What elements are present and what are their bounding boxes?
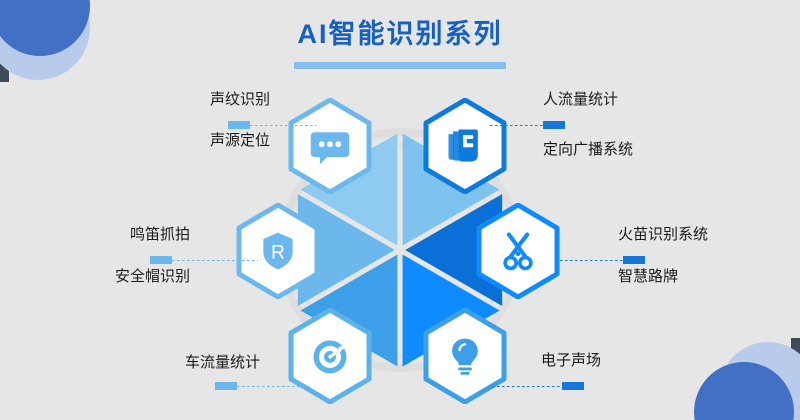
book-stack-icon <box>443 124 487 168</box>
connector-helmet <box>150 256 258 264</box>
connector-dots <box>172 259 258 261</box>
label-people-flow-bottom: 定向广播系统 <box>543 141 634 158</box>
connector-voice <box>228 121 316 129</box>
node-badge-voice[interactable] <box>287 98 373 194</box>
connector-vehicle-flow <box>215 382 310 390</box>
connector-tick <box>623 256 645 264</box>
node-badge-sound-field[interactable] <box>422 308 508 404</box>
connector-tick <box>228 121 250 129</box>
target-arrow-icon <box>308 334 352 378</box>
svg-text:R: R <box>271 242 285 263</box>
connector-dots <box>492 385 562 387</box>
title-underline <box>294 62 506 69</box>
node-badge-flame[interactable] <box>475 203 561 299</box>
hexagon-diagram: R <box>230 98 570 404</box>
wedge-left[interactable] <box>300 133 398 246</box>
lightbulb-icon <box>443 334 487 378</box>
connector-tick <box>562 382 584 390</box>
label-flame-top: 火苗识别系统 <box>618 226 709 243</box>
connector-tick <box>215 382 237 390</box>
label-voice-bottom: 声源定位 <box>209 132 270 149</box>
connector-sound-field <box>492 382 584 390</box>
label-flame-bottom: 智慧路牌 <box>618 268 679 285</box>
scissors-icon <box>496 229 540 273</box>
connector-dots <box>250 124 316 126</box>
label-people-flow-top: 人流量统计 <box>543 91 619 108</box>
connector-people-flow <box>490 121 565 129</box>
label-sound-field: 电子声场 <box>541 352 602 369</box>
connector-tick <box>543 121 565 129</box>
node-badge-vehicle-flow[interactable] <box>287 308 373 404</box>
wedge-bottom-right[interactable] <box>300 254 398 367</box>
hex-outline <box>476 203 560 299</box>
connector-flame <box>555 256 645 264</box>
page-title: AI智能识别系列 <box>297 19 503 49</box>
shield-r-icon: R <box>256 229 300 273</box>
wedge-bottom-left[interactable] <box>297 194 395 306</box>
wedge-top-right[interactable] <box>405 194 503 306</box>
label-vehicle-flow: 车流量统计 <box>184 354 260 371</box>
label-helmet-bottom: 安全帽识别 <box>114 268 190 285</box>
chat-bubble-icon <box>308 124 352 168</box>
connector-dots <box>555 259 623 261</box>
node-badge-helmet[interactable]: R <box>235 203 321 299</box>
title-block: AI智能识别系列 <box>0 16 800 69</box>
node-badge-people-flow[interactable] <box>422 98 508 194</box>
connector-tick <box>150 256 172 264</box>
connector-dots <box>237 385 310 387</box>
label-helmet-top: 鸣笛抓拍 <box>129 226 190 243</box>
label-voice-top: 声纹识别 <box>209 91 270 108</box>
connector-dots <box>490 124 543 126</box>
